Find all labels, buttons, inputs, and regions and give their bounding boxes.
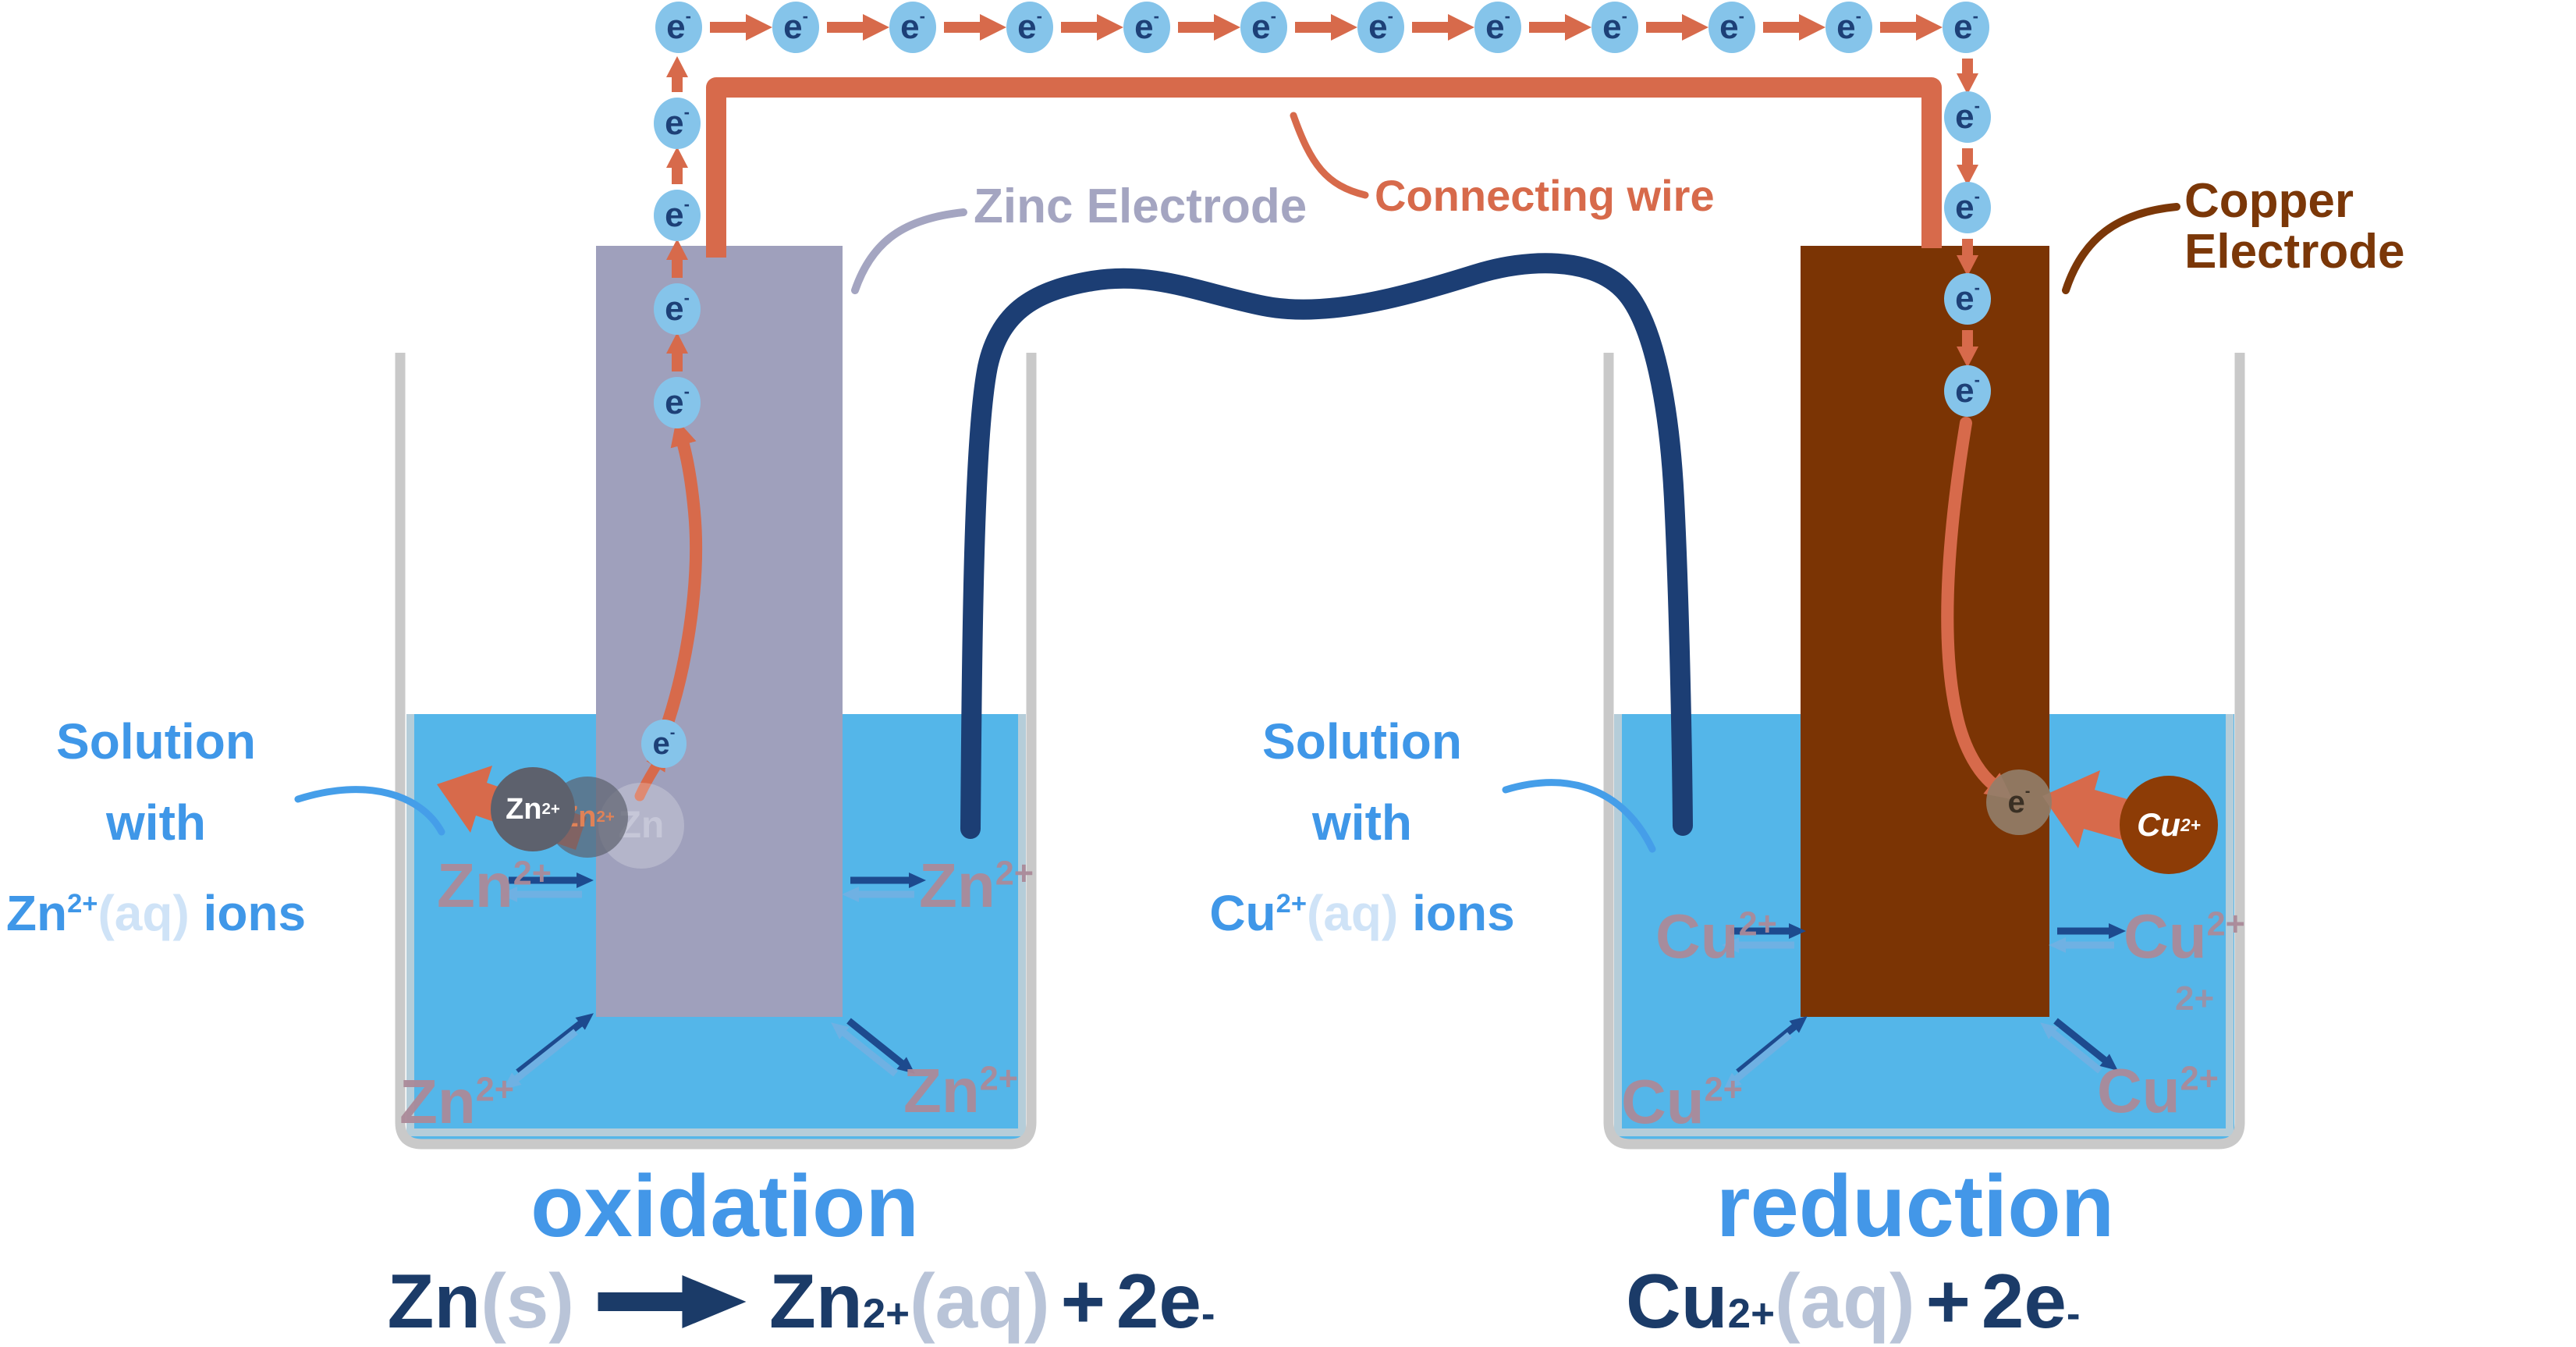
cu-ion-label: Cu2+ [1655,901,1777,971]
electron: e- [654,190,701,241]
zinc-electrode-leader [851,208,967,294]
connecting-wire-leader [1290,112,1369,199]
electron: e- [772,2,819,53]
copper-electrode-leader [2062,203,2180,294]
electron: e- [655,2,702,53]
electron: e- [654,283,701,335]
salt-bridge [960,253,1693,839]
electron-curve-zinc [662,419,703,729]
right-solution-glass-edge [1614,714,2234,1136]
electron: e- [1944,365,1991,417]
electron-release-arrow-zinc [634,748,667,801]
right-beaker [1603,353,2245,1150]
copper-electrode [1801,246,2049,1017]
left-solution-leader [294,786,445,836]
reaction-arrow-icon [597,1275,746,1329]
electron: e- [1357,2,1404,53]
electron: e- [889,2,936,53]
electron: e- [1708,2,1755,53]
connecting-wire [706,77,1942,258]
stray-superscript-label: 2+ [2175,979,2215,1018]
right-solution-leader [1502,779,1656,853]
zinc-electrode-label: Zinc Electrode [974,179,1308,233]
connecting-wire-label: Connecting wire [1375,171,1715,220]
electron: e- [1944,273,1991,325]
electron: e- [1591,2,1638,53]
electron-curve-copper [1941,417,2013,800]
electron: e- [1474,2,1521,53]
electron: e- [1943,2,1989,53]
zn-ion-label: Zn2+ [437,851,552,920]
left-solution-label: Solution with Zn2+(aq) ions [0,701,312,954]
reduction-title: reduction [1716,1157,2115,1255]
electron: e- [1123,2,1170,53]
electron: e- [1826,2,1872,53]
zn-ion-label: Zn2+ [919,851,1034,920]
cu-ion-label: Cu2+ [2097,1056,2219,1125]
left-solution-label-line1: Solution with [56,713,256,851]
electron: e- [654,98,701,149]
electron: e- [1944,182,1991,233]
electron: e- [641,720,687,768]
cu-ion-label: Cu2+ [2124,901,2245,971]
zinc-electrode [596,246,843,1017]
right-solution-label: Solution with Cu2+(aq) ions [1206,701,1518,954]
zn-ion-label: Zn2+ [903,1056,1018,1125]
left-solution-glass-edge [406,714,1026,1136]
left-beaker [395,353,1037,1150]
electron-on-copper-circle: e- [1986,769,2052,835]
zn-ion-label: Zn2+ [399,1067,514,1136]
electron: e- [654,377,701,428]
cu-ion-label: Cu2+ [1621,1067,1743,1136]
reduction-equation: Cu2+(aq)+2e-Cu(s) [1626,1258,2081,1347]
right-solution-label-line1: Solution with [1262,713,1462,851]
oxidation-equation: Zn(s)Zn2+(aq)+2e- [387,1258,1215,1344]
right-solution-label-line2: Cu2+(aq) ions [1209,884,1515,941]
equilibrium-arrows [500,873,2126,1090]
electron: e- [1240,2,1287,53]
left-solution-label-line2: Zn2+(aq) ions [5,884,307,941]
electron: e- [1006,2,1053,53]
electron: e- [1944,91,1991,143]
oxidation-title: oxidation [530,1157,919,1255]
copper-electrode-label: Copper Electrode [2184,174,2405,279]
